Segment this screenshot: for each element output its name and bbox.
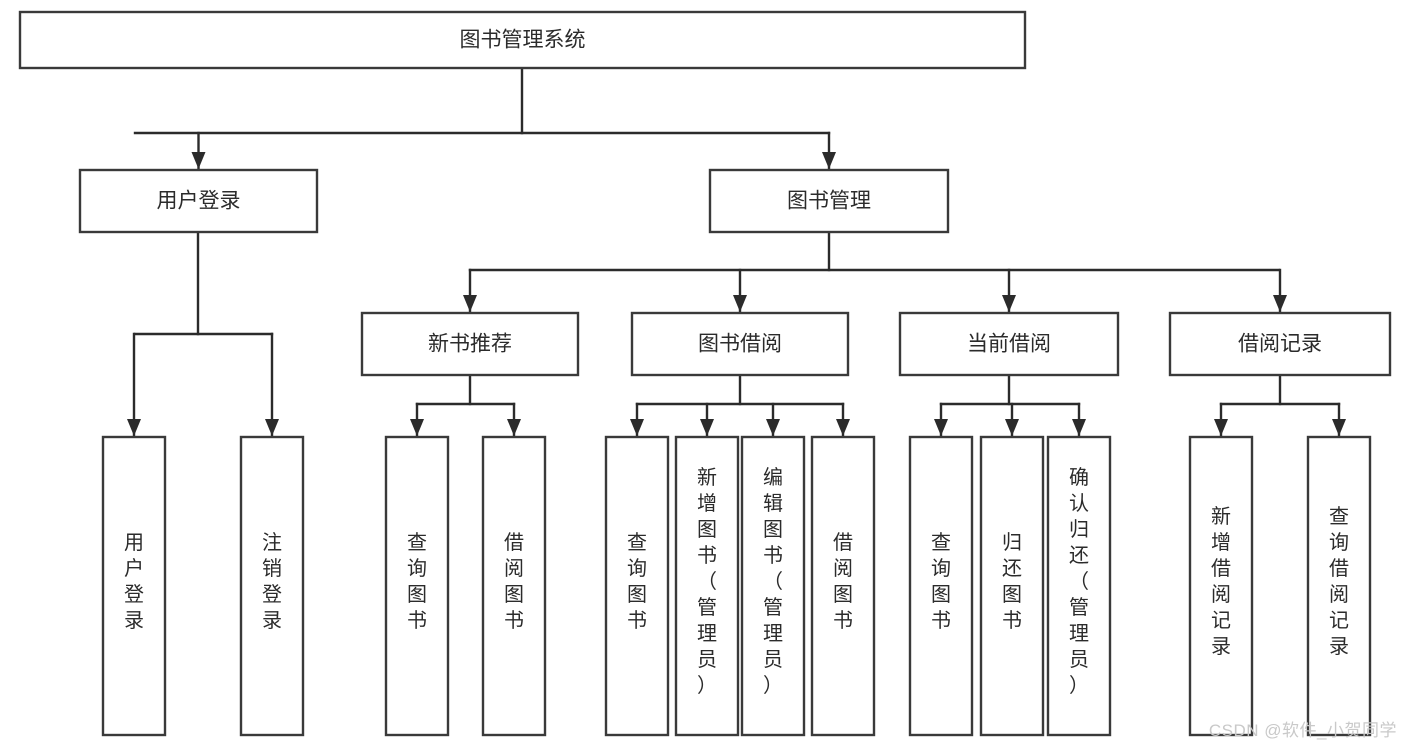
node-label: 当前借阅 xyxy=(967,333,1051,356)
node-label: 用户登录 xyxy=(157,190,241,213)
arrow-head-icon xyxy=(1332,419,1346,436)
node-label: 图书管理 xyxy=(787,190,871,213)
arrow-head-icon xyxy=(630,419,644,436)
node-box xyxy=(908,435,974,737)
node-leaf-query-record[interactable]: 查询借阅记录 xyxy=(1306,435,1372,737)
node-label: 图书管理系统 xyxy=(460,29,586,52)
node-label: 归还图书 xyxy=(1002,531,1022,632)
arrow-head-icon xyxy=(700,419,714,436)
node-label: 新增图书（管理员） xyxy=(697,466,717,697)
node-box xyxy=(1306,435,1372,737)
node-leaf-query-book-2[interactable]: 查询图书 xyxy=(604,435,670,737)
node-box xyxy=(481,435,547,737)
arrow-head-icon xyxy=(1072,419,1086,436)
arrow-head-icon xyxy=(1002,295,1016,312)
node-user-login[interactable]: 用户登录 xyxy=(78,168,319,234)
node-leaf-user-logout[interactable]: 注销登录 xyxy=(239,435,305,737)
node-leaf-query-book-1[interactable]: 查询图书 xyxy=(384,435,450,737)
node-box xyxy=(1168,311,1392,377)
node-box xyxy=(708,168,950,234)
node-leaf-borrow-book-1[interactable]: 借阅图书 xyxy=(481,435,547,737)
arrow-head-icon xyxy=(836,419,850,436)
node-label: 新增借阅记录 xyxy=(1211,505,1231,658)
arrow-head-icon xyxy=(410,419,424,436)
node-label: 查询图书 xyxy=(627,531,647,632)
arrow-head-icon xyxy=(265,419,279,436)
node-box xyxy=(898,311,1120,377)
node-box xyxy=(740,435,806,737)
node-box xyxy=(674,435,740,737)
node-label: 用户登录 xyxy=(124,532,144,632)
node-box xyxy=(18,10,1027,70)
node-box xyxy=(810,435,876,737)
arrow-head-icon xyxy=(733,295,747,312)
node-box xyxy=(1188,435,1254,737)
node-box xyxy=(360,311,580,377)
arrow-head-icon xyxy=(507,419,521,436)
node-label: 借阅图书 xyxy=(833,531,853,632)
node-box xyxy=(604,435,670,737)
node-box xyxy=(979,435,1045,737)
node-leaf-edit-book[interactable]: 编辑图书（管理员） xyxy=(740,435,806,737)
node-label: 查询图书 xyxy=(931,531,951,632)
node-box xyxy=(1046,435,1112,737)
node-leaf-add-book[interactable]: 新增图书（管理员） xyxy=(674,435,740,737)
watermark-label: CSDN @软件_小贺同学 xyxy=(1208,721,1397,740)
node-layer: 图书管理系统用户登录用户登录注销登录图书管理新书推荐查询图书借阅图书图书借阅查询… xyxy=(18,10,1392,737)
node-new-book-recommend[interactable]: 新书推荐 xyxy=(360,311,580,377)
node-leaf-return-book[interactable]: 归还图书 xyxy=(979,435,1045,737)
arrow-head-icon xyxy=(1005,419,1019,436)
node-leaf-add-record[interactable]: 新增借阅记录 xyxy=(1188,435,1254,737)
node-leaf-confirm-return[interactable]: 确认归还（管理员） xyxy=(1046,435,1112,737)
arrow-head-icon xyxy=(766,419,780,436)
node-label: 借阅记录 xyxy=(1238,333,1322,356)
node-leaf-query-book-3[interactable]: 查询图书 xyxy=(908,435,974,737)
node-label: 借阅图书 xyxy=(504,531,524,632)
node-box xyxy=(384,435,450,737)
node-book-borrow[interactable]: 图书借阅 xyxy=(630,311,850,377)
node-book-management[interactable]: 图书管理 xyxy=(708,168,950,234)
node-borrow-records[interactable]: 借阅记录 xyxy=(1168,311,1392,377)
arrow-head-icon xyxy=(463,295,477,312)
node-leaf-borrow-book-2[interactable]: 借阅图书 xyxy=(810,435,876,737)
node-label: 查询借阅记录 xyxy=(1329,505,1349,658)
node-label: 注销登录 xyxy=(262,531,282,632)
node-box xyxy=(78,168,319,234)
node-label: 查询图书 xyxy=(407,531,427,632)
connector-layer xyxy=(127,66,1346,437)
arrow-head-icon xyxy=(1273,295,1287,312)
node-current-borrow[interactable]: 当前借阅 xyxy=(898,311,1120,377)
node-label: 图书借阅 xyxy=(698,333,782,356)
arrow-head-icon xyxy=(822,152,836,169)
node-box xyxy=(101,435,167,737)
arrow-head-icon xyxy=(1214,419,1228,436)
node-label: 确认归还（管理员） xyxy=(1069,466,1089,697)
node-box xyxy=(630,311,850,377)
node-root[interactable]: 图书管理系统 xyxy=(18,10,1027,70)
arrow-head-icon xyxy=(127,419,141,436)
node-label: 编辑图书（管理员） xyxy=(763,466,783,697)
node-box xyxy=(239,435,305,737)
node-label: 新书推荐 xyxy=(428,333,512,356)
arrow-head-icon xyxy=(191,152,206,169)
arrow-head-icon xyxy=(934,419,948,436)
node-leaf-user-login[interactable]: 用户登录 xyxy=(101,435,167,737)
